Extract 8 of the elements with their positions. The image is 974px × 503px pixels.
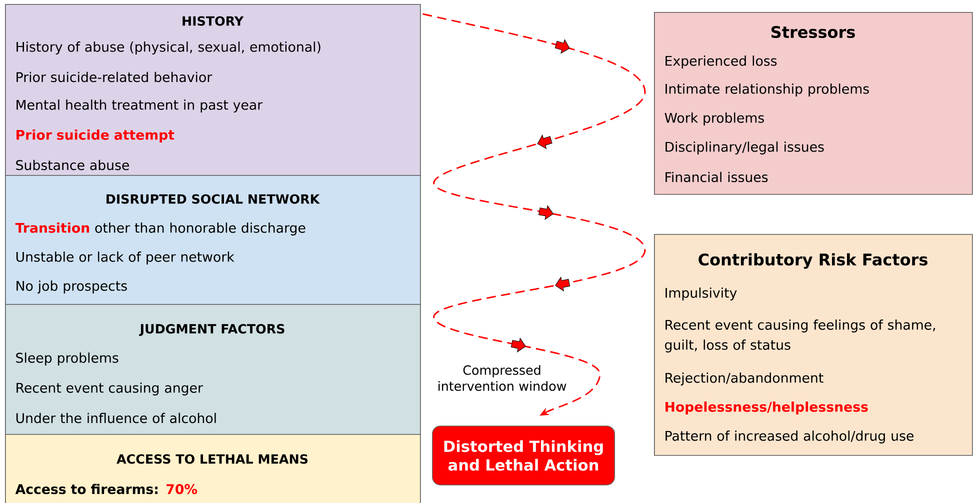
text-box: Stressors Experienced loss Intimate relationship problems Work problems Disciplinary/legal issues Financial issues bbox=[654, 12, 973, 195]
note-text: Compressed intervention window bbox=[438, 365, 566, 391]
text-box: Contributory Risk Factors Impulsivity Recent event causing feelings of shame, guilt, loss of status Rejection/abandonment Hopelessness/helplessness Pattern of increased alcohol/drug use bbox=[654, 234, 973, 456]
action-box: Distorted Thinking and Lethal Action bbox=[432, 426, 616, 486]
text-box: JUDGMENT FACTORS Sleep problems Recent event causing anger Under the influence of alcohol bbox=[5, 304, 421, 435]
text-box: ACCESS TO LETHAL MEANS Access to firearms: 70% bbox=[5, 434, 421, 503]
text-box: DISRUPTED SOCIAL NETWORK Transition other than honorable discharge Unstable or lack of peer network No job prospects bbox=[5, 175, 421, 305]
text-box: HISTORY History of abuse (physical, sexual, emotional) Prior suicide-related behavior Mental health treatment in past year Prior suicide attempt Substance abuse bbox=[5, 4, 421, 176]
